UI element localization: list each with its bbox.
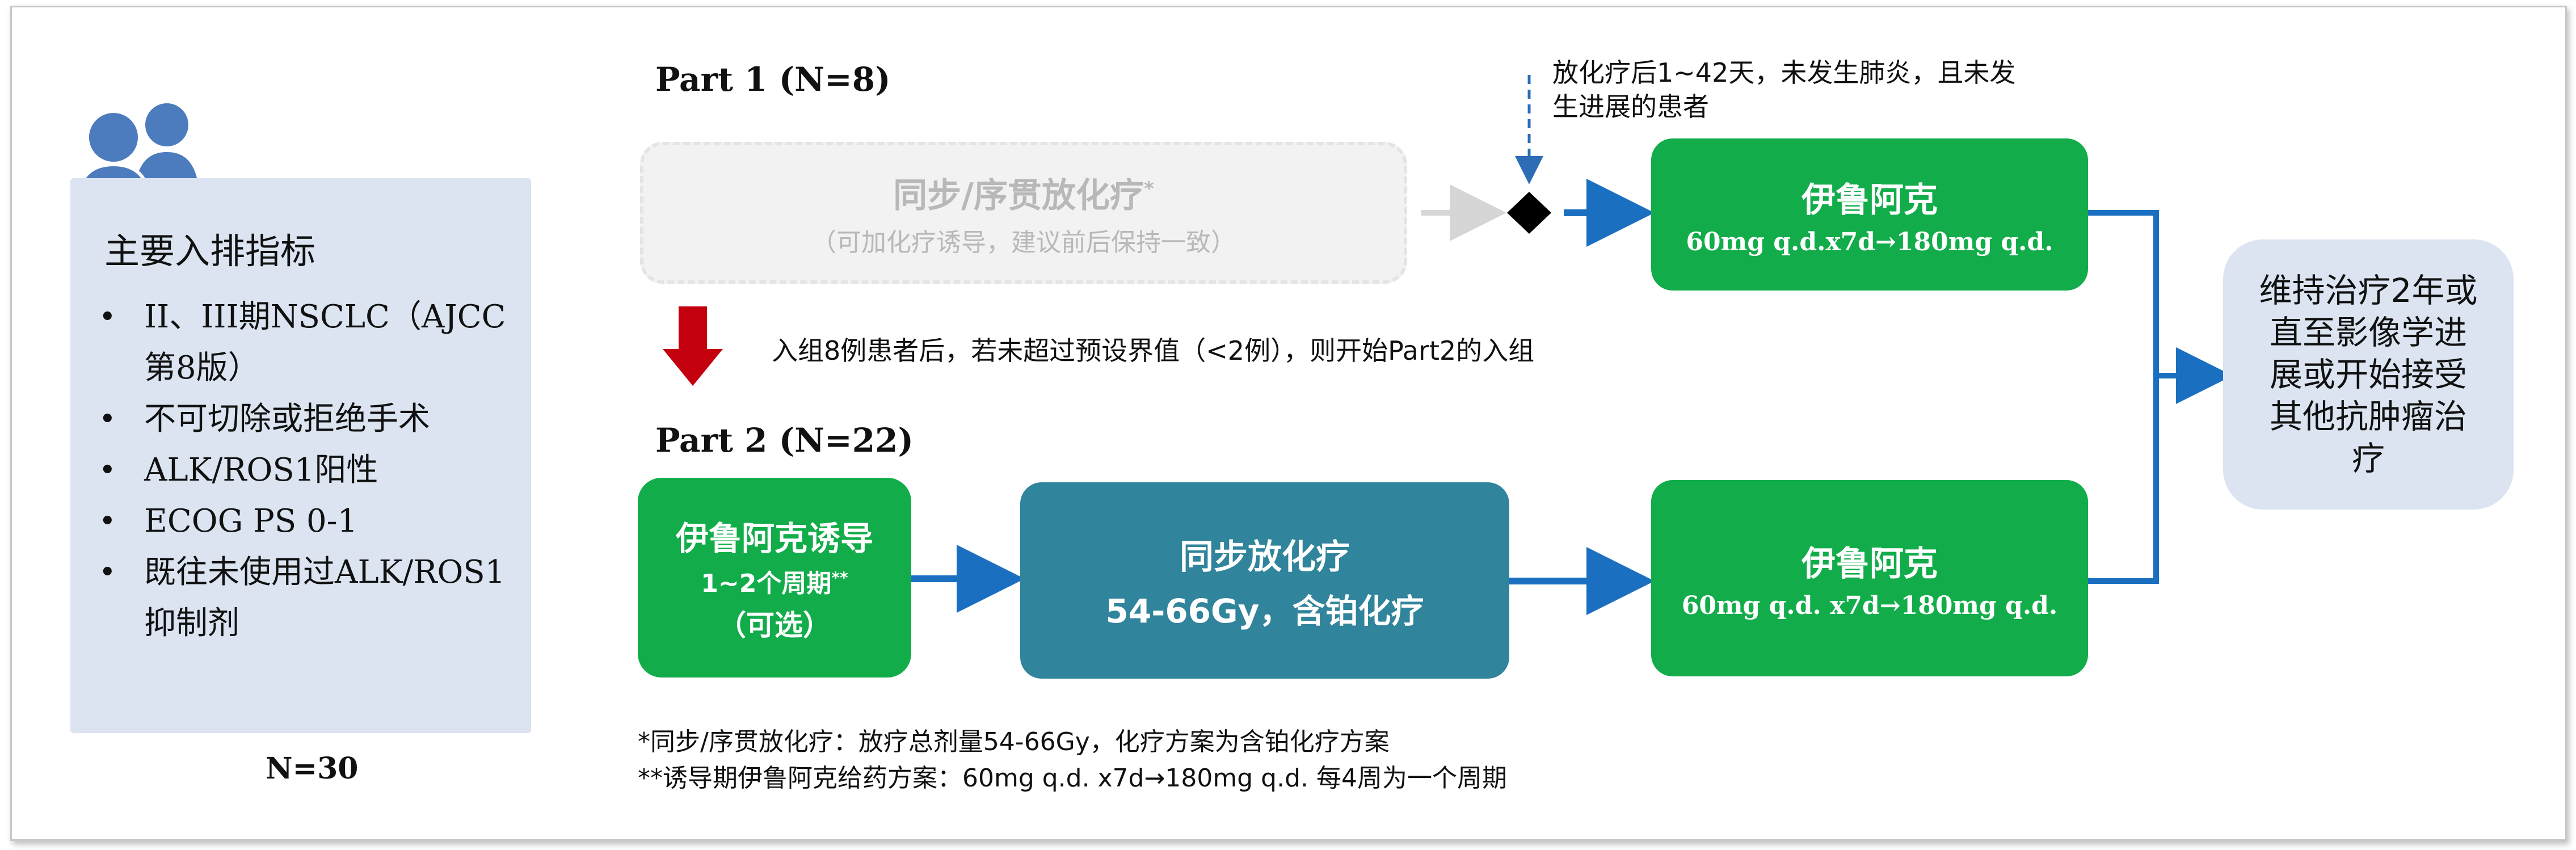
criteria-item: II、III期NSCLC（AJCC第8版） bbox=[91, 292, 522, 394]
maintenance-box: 维持治疗2年或直至影像学进展或开始接受其他抗肿瘤治疗 bbox=[2223, 239, 2514, 510]
part1-ccrt-box: 同步/序贯放化疗* （可加化疗诱导，建议前后保持一致） bbox=[640, 142, 1407, 284]
maintenance-text: 维持治疗2年或直至影像学进展或开始接受其他抗肿瘤治疗 bbox=[2259, 271, 2478, 478]
bracket-connector bbox=[2088, 210, 2159, 584]
criteria-item: 既往未使用过ALK/ROS1抑制剂 bbox=[91, 547, 522, 649]
part2-induction-mark: ** bbox=[831, 568, 848, 587]
part2-induction-title: 伊鲁阿克诱导 bbox=[675, 519, 873, 558]
part2-induction-box: 伊鲁阿克诱导 1~2个周期** （可选） bbox=[638, 478, 911, 678]
part2-ccrt-box: 同步放化疗 54-66Gy，含铂化疗 bbox=[1020, 482, 1509, 679]
footnotes: *同步/序贯放化疗：放疗总剂量54-66Gy，化疗方案为含铂化疗方案 **诱导期… bbox=[638, 724, 1507, 797]
condition-note: 放化疗后1~42天，未发生肺炎，且未发生进展的患者 bbox=[1552, 57, 2016, 122]
criteria-item: ECOG PS 0-1 bbox=[91, 496, 522, 547]
part2-label: Part 2 (N=22) bbox=[655, 421, 914, 460]
footnote-line: *同步/序贯放化疗：放疗总剂量54-66Gy，化疗方案为含铂化疗方案 bbox=[638, 727, 1390, 756]
part2-ccrt-title: 同步放化疗 bbox=[1180, 537, 1350, 577]
part2-induction-optional: （可选） bbox=[718, 609, 831, 642]
part2-drug-box: 伊鲁阿克 60mg q.d. x7d→180mg q.d. bbox=[1651, 480, 2088, 676]
transition-note: 入组8例患者后，若未超过预设界值（<2例），则开始Part2的入组 bbox=[772, 335, 1535, 366]
criteria-item: ALK/ROS1阳性 bbox=[91, 445, 522, 496]
part2-induction-cycles: 1~2个周期 bbox=[701, 569, 832, 598]
part1-ccrt-mark: * bbox=[1144, 177, 1154, 200]
footnote-line: **诱导期伊鲁阿克给药方案：60mg q.d. x7d→180mg q.d. 每… bbox=[638, 764, 1507, 793]
part2-ccrt-detail: 54-66Gy，含铂化疗 bbox=[1105, 591, 1424, 630]
part1-label: Part 1 (N=8) bbox=[655, 60, 891, 99]
part2-drug-dose: 60mg q.d. x7d→180mg q.d. bbox=[1681, 591, 2058, 620]
red-down-arrow bbox=[663, 306, 723, 386]
part1-drug-dose: 60mg q.d.x7d→180mg q.d. bbox=[1686, 228, 2053, 256]
criteria-list: II、III期NSCLC（AJCC第8版） 不可切除或拒绝手术 ALK/ROS1… bbox=[91, 292, 522, 649]
part1-ccrt-subtitle: （可加化疗诱导，建议前后保持一致） bbox=[811, 228, 1236, 257]
decision-diamond bbox=[1507, 192, 1551, 234]
criteria-title: 主要入排指标 bbox=[104, 230, 316, 272]
part2-drug-title: 伊鲁阿克 bbox=[1801, 544, 1938, 584]
part1-ccrt-title: 同步/序贯放化疗 bbox=[893, 175, 1144, 216]
part1-drug-box: 伊鲁阿克 60mg q.d.x7d→180mg q.d. bbox=[1651, 138, 2088, 291]
criteria-item: 不可切除或拒绝手术 bbox=[91, 394, 522, 445]
total-n-label: N=30 bbox=[266, 751, 359, 786]
part1-drug-title: 伊鲁阿克 bbox=[1801, 180, 1938, 220]
